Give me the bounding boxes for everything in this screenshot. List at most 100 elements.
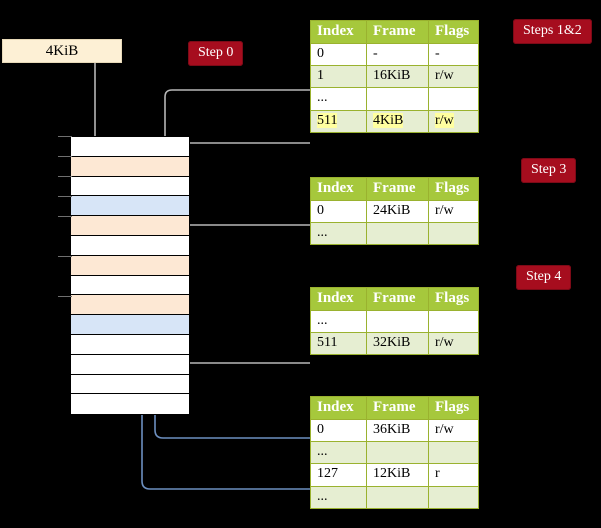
table-cell [366, 222, 429, 246]
table-cell [366, 441, 429, 465]
memory-frame-row [71, 235, 189, 256]
table-row: ... [310, 87, 479, 111]
memory-frame-row [71, 394, 189, 415]
column-header: Frame [366, 19, 429, 45]
memory-frame-row [71, 137, 189, 157]
source-frame-label: 4KiB [45, 42, 79, 59]
badge-step-0-label: Step 0 [198, 45, 234, 60]
memory-frame-row [71, 216, 189, 236]
table-cell: r/w [428, 419, 479, 443]
table-cell: 511 [310, 109, 367, 133]
column-header: Index [310, 176, 367, 202]
table-cell [428, 441, 479, 465]
table-row: 511 4KiB r/w [310, 109, 479, 133]
source-frame-box: 4KiB [2, 39, 122, 63]
table-cell: r/w [428, 200, 479, 224]
memory-tick [58, 196, 72, 197]
table-cell: 0 [310, 200, 367, 224]
column-header: Flags [428, 395, 479, 421]
memory-frame-row [71, 315, 189, 335]
column-header: Flags [428, 286, 479, 312]
table-cell [428, 222, 479, 246]
table-cell: 4KiB [366, 109, 429, 133]
table-cell [366, 485, 429, 509]
highlighted-value: 511 [317, 112, 338, 128]
badge-step-0: Step 0 [188, 41, 244, 66]
table-cell: 12KiB [366, 463, 429, 487]
wire-step3 [174, 224, 310, 271]
column-header: Index [310, 286, 367, 312]
table-cell: 16KiB [366, 65, 429, 89]
table-cell: ... [310, 87, 367, 111]
table-cell: - [428, 43, 479, 67]
table-cell [428, 87, 479, 111]
table-cell [366, 310, 429, 334]
table-cell: ... [310, 441, 367, 465]
badge-steps-1-2: Steps 1&2 [513, 19, 592, 44]
physical-memory-column [70, 136, 190, 415]
highlighted-value: 4KiB [373, 112, 404, 128]
table-cell: ... [310, 485, 367, 509]
memory-tick [58, 256, 72, 257]
memory-tick [58, 296, 72, 297]
table-cell: - [366, 43, 429, 67]
table-row: ... [310, 485, 479, 509]
table-cell: 511 [310, 332, 367, 356]
table-row: 0-- [310, 43, 479, 67]
memory-frame-row [71, 374, 189, 395]
table-cell: 32KiB [366, 332, 429, 356]
memory-frame-row [71, 334, 189, 355]
table-cell: r/w [428, 109, 479, 133]
column-header: Frame [366, 395, 429, 421]
table-cell: ... [310, 222, 367, 246]
column-header: Flags [428, 176, 479, 202]
table-cell: 0 [310, 419, 367, 443]
column-header: Frame [366, 286, 429, 312]
table-cell: r/w [428, 65, 479, 89]
column-header: Index [310, 19, 367, 45]
memory-tick [58, 176, 72, 177]
table-cell [428, 485, 479, 509]
table-cell [428, 310, 479, 334]
table-cell: ... [310, 310, 367, 334]
badge-step-4-label: Step 4 [526, 269, 562, 284]
badge-step-3: Step 3 [521, 158, 577, 183]
memory-frame-row [71, 295, 189, 316]
memory-frame-row [71, 354, 189, 375]
highlighted-value: r/w [435, 112, 454, 128]
table-cell: 127 [310, 463, 367, 487]
table-cell: 24KiB [366, 200, 429, 224]
memory-tick [58, 136, 72, 137]
badge-step-3-label: Step 3 [531, 162, 567, 177]
badge-step-4: Step 4 [516, 265, 572, 290]
column-header: Flags [428, 19, 479, 45]
memory-frame-row [71, 255, 189, 276]
memory-frame-row [71, 156, 189, 177]
table-cell: 1 [310, 65, 367, 89]
column-header: Frame [366, 176, 429, 202]
column-header: Index [310, 395, 367, 421]
table-row: ... [310, 441, 479, 465]
memory-frame-row [71, 176, 189, 197]
table-row: ... [310, 222, 479, 246]
table-row: ... [310, 310, 479, 334]
table-cell: 0 [310, 43, 367, 67]
table-cell: 36KiB [366, 419, 429, 443]
table-cell: r [428, 463, 479, 487]
table-cell: r/w [428, 332, 479, 356]
memory-frame-row [71, 275, 189, 296]
